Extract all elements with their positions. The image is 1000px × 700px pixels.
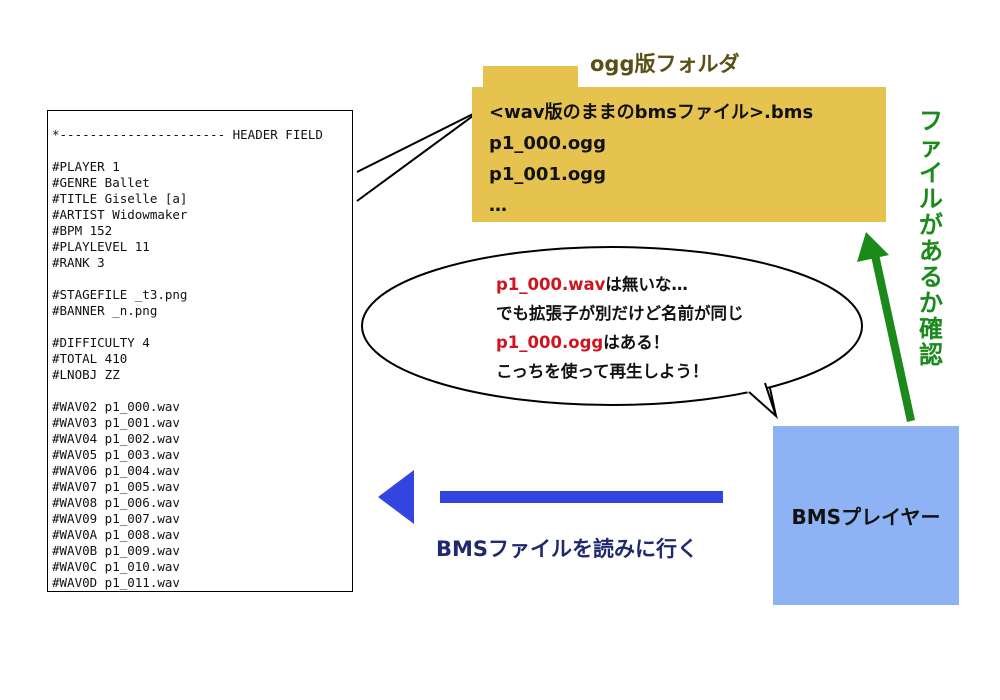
- bms-file-document: *---------------------- HEADER FIELD #PLA…: [47, 110, 353, 592]
- bms-file-line: #BANNER _n.png: [52, 303, 158, 318]
- speech-bubble-text: p1_000.wavは無いな… でも拡張子が別だけど名前が同じ p1_000.o…: [496, 270, 744, 386]
- bms-file-line: #WAV04 p1_002.wav: [52, 431, 180, 446]
- check-label-char: あ: [919, 237, 943, 265]
- check-label-char: 確: [919, 315, 943, 343]
- bms-file-line: #WAV08 p1_006.wav: [52, 495, 180, 510]
- connector-line-top: [356, 109, 482, 173]
- bms-file-line: #WAV0C p1_010.wav: [52, 559, 180, 574]
- bubble-line-4: こっちを使って再生しよう！: [496, 362, 709, 381]
- check-label-char: 認: [919, 341, 943, 369]
- check-label-char: が: [919, 211, 943, 239]
- check-arrow-head: [857, 232, 889, 262]
- bms-file-line: #WAV0A p1_008.wav: [52, 527, 180, 542]
- bms-file-line: #WAV05 p1_003.wav: [52, 447, 180, 462]
- read-arrow-label: BMSファイルを読みに行く: [436, 537, 699, 561]
- bms-file-line: #WAV02 p1_000.wav: [52, 399, 180, 414]
- folder-file-item: …: [489, 195, 507, 216]
- bubble-line-1: p1_000.wavは無いな…: [496, 270, 744, 299]
- speech-bubble-tail: [747, 380, 776, 416]
- bubble-line-1-rest: は無いな…: [605, 275, 688, 294]
- bms-file-line: #TOTAL 410: [52, 351, 128, 366]
- bms-file-line: #STAGEFILE _t3.png: [52, 287, 188, 302]
- check-label-char: イ: [919, 159, 943, 187]
- bms-file-line: #WAV06 p1_004.wav: [52, 463, 180, 478]
- check-label-char: フ: [919, 107, 943, 135]
- check-label-char: る: [919, 263, 943, 291]
- ogg-folder: [472, 87, 886, 222]
- bms-file-line: *---------------------- HEADER FIELD: [52, 127, 323, 142]
- check-arrow-label: ファイルがあるか確認: [913, 108, 949, 368]
- bms-player-box: BMSプレイヤー: [773, 426, 959, 605]
- folder-title: ogg版フォルダ: [590, 52, 740, 76]
- bms-file-line: #PLAYLEVEL 11: [52, 239, 150, 254]
- folder-file-item: p1_000.ogg: [489, 133, 606, 154]
- bubble-line-2: でも拡張子が別だけど名前が同じ: [496, 304, 744, 323]
- bms-file-line: #LNOBJ ZZ: [52, 367, 120, 382]
- bms-file-line: #TITLE Giselle [a]: [52, 191, 188, 206]
- folder-file-list: <wav版のままのbmsファイル>.bms p1_000.ogg p1_001.og…: [489, 97, 813, 221]
- bms-file-line: #WAV07 p1_005.wav: [52, 479, 180, 494]
- bms-file-line: #WAV0D p1_011.wav: [52, 575, 180, 590]
- read-arrow-head: [378, 470, 414, 524]
- check-label-char: か: [919, 289, 943, 317]
- read-arrow-shaft: [440, 491, 723, 503]
- bubble-line-3-rest: はある！: [603, 333, 670, 352]
- bms-file-line: #GENRE Ballet: [52, 175, 150, 190]
- bms-file-line: #WAV09 p1_007.wav: [52, 511, 180, 526]
- check-arrow-shaft: [871, 254, 915, 422]
- bms-file-line: #RANK 3: [52, 255, 105, 270]
- bms-file-line: #ARTIST Widowmaker: [52, 207, 188, 222]
- bms-file-line: #BPM 152: [52, 223, 113, 238]
- check-label-char: ァ: [919, 133, 943, 161]
- bms-file-line: #DIFFICULTY 4: [52, 335, 150, 350]
- bms-file-line: #PLAYER 1: [52, 159, 120, 174]
- bms-file-lines: *---------------------- HEADER FIELD #PLA…: [52, 127, 323, 591]
- connector-line-bottom: [356, 109, 482, 202]
- check-label-char: ル: [919, 185, 943, 213]
- bms-player-label: BMSプレイヤー: [791, 505, 941, 529]
- speech-bubble-body: [361, 246, 863, 406]
- bubble-line-3: p1_000.oggはある！: [496, 328, 744, 357]
- folder-file-item: <wav版のままのbmsファイル>.bms: [489, 102, 814, 123]
- found-ogg-name: p1_000.ogg: [496, 333, 604, 352]
- bms-file-line: #WAV03 p1_001.wav: [52, 415, 180, 430]
- folder-file-item: p1_001.ogg: [489, 164, 606, 185]
- missing-wav-name: p1_000.wav: [496, 275, 606, 294]
- bms-file-line: #WAV0B p1_009.wav: [52, 543, 180, 558]
